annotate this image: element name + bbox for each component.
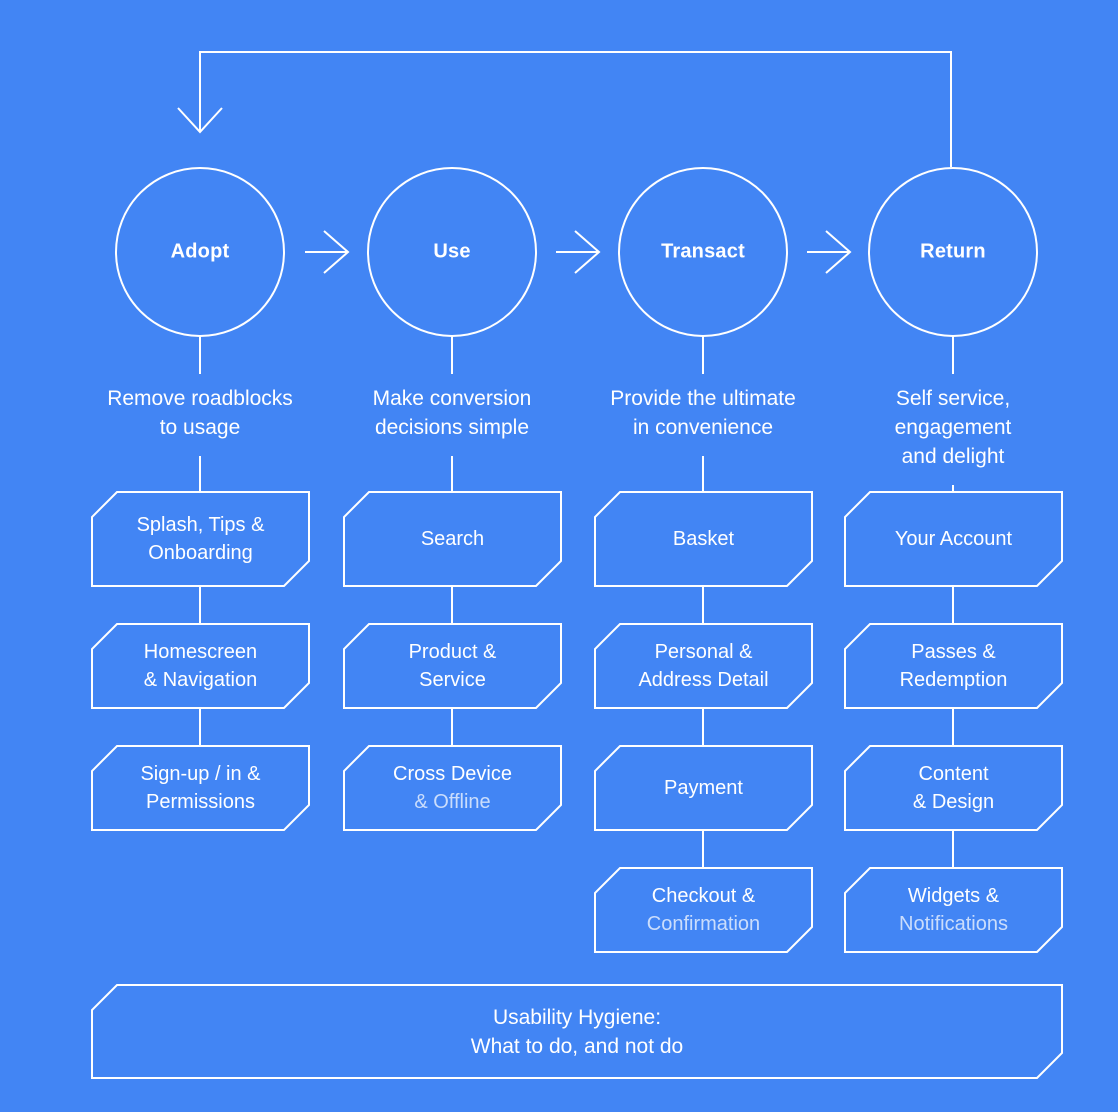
node-label-line-1: Widgets & [907,885,1000,907]
return-to-adopt-loop-arrow [177,51,952,167]
stage-description-return-line-3: and delight [901,445,1005,468]
footer-usability-hygiene[interactable]: Usability Hygiene: What to do, and not d… [92,985,1062,1078]
node-transact-personal-address-detail[interactable]: Personal & Address Detail [595,624,812,708]
stage-label-return[interactable]: Return [920,240,986,263]
node-label-line-2: Notifications [899,913,1008,935]
stage-description-adopt: Remove roadblocks to usage [80,384,320,442]
node-use-cross-device-offline[interactable]: Cross Device & Offline [344,746,561,830]
node-use-product-service[interactable]: Product & Service [344,624,561,708]
arrow-transact-to-return [807,230,852,274]
stage-description-return-line-2: engagement [894,416,1012,439]
arrow-adopt-to-use [305,230,350,274]
node-label-line-1: Basket [672,528,735,550]
node-use-search[interactable]: Search [344,492,561,586]
stage-label-transact[interactable]: Transact [661,240,745,263]
node-transact-payment[interactable]: Payment [595,746,812,830]
node-label-line-2: Redemption [899,669,1008,691]
node-adopt-splash-tips-onboarding[interactable]: Splash, Tips & Onboarding [92,492,309,586]
node-label-line-2: & Offline [414,791,491,813]
stage-description-transact-line-2: in convenience [632,416,774,439]
node-label-line-1: Search [420,528,485,550]
stage-description-return: Self service, engagement and delight [833,384,1073,471]
node-label-line-1: Product & [408,641,497,663]
node-label-line-2: & Navigation [143,669,258,691]
stage-description-adopt-line-1: Remove roadblocks [107,387,293,410]
node-return-widgets-notifications[interactable]: Widgets & Notifications [845,868,1062,952]
node-label-line-2: Address Detail [638,669,769,691]
node-adopt-homescreen-navigation[interactable]: Homescreen & Navigation [92,624,309,708]
arrow-use-to-transact [556,230,601,274]
node-label-line-2: Permissions [146,791,255,813]
stage-label-adopt[interactable]: Adopt [170,240,230,263]
footer-line-1: Usability Hygiene: [492,1005,662,1029]
node-label-line-1: Personal & [654,641,753,663]
node-label-line-1: Checkout & [651,885,756,907]
node-label-line-1: Content [918,763,989,785]
node-label-line-1: Your Account [894,528,1013,550]
stage-description-transact: Provide the ultimate in convenience [583,384,823,442]
stage-description-adopt-line-2: to usage [159,416,241,439]
node-label-line-1: Cross Device [393,763,512,785]
stage-description-use-line-2: decisions simple [374,416,530,439]
node-label-line-2: Onboarding [148,542,253,564]
stage-description-use-line-1: Make conversion [372,387,532,410]
node-label-line-1: Payment [664,777,743,799]
stage-label-use[interactable]: Use [433,240,471,263]
stage-description-transact-line-1: Provide the ultimate [610,387,796,410]
node-label-line-1: Sign-up / in & [140,763,261,785]
node-label-line-2: Confirmation [646,913,761,935]
node-transact-basket[interactable]: Basket [595,492,812,586]
node-label-line-2: Service [419,669,486,691]
node-label-line-1: Splash, Tips & [136,514,265,536]
node-return-your-account[interactable]: Your Account [845,492,1062,586]
stage-description-use: Make conversion decisions simple [332,384,572,442]
node-label-line-2: & Design [912,791,995,813]
footer-line-2: What to do, and not do [470,1034,684,1058]
node-label-line-1: Homescreen [143,641,258,663]
node-return-content-design[interactable]: Content & Design [845,746,1062,830]
stage-description-return-line-1: Self service, [895,387,1011,410]
node-return-passes-redemption[interactable]: Passes & Redemption [845,624,1062,708]
node-transact-checkout-confirmation[interactable]: Checkout & Confirmation [595,868,812,952]
node-adopt-signup-permissions[interactable]: Sign-up / in & Permissions [92,746,309,830]
node-label-line-1: Passes & [911,641,996,663]
